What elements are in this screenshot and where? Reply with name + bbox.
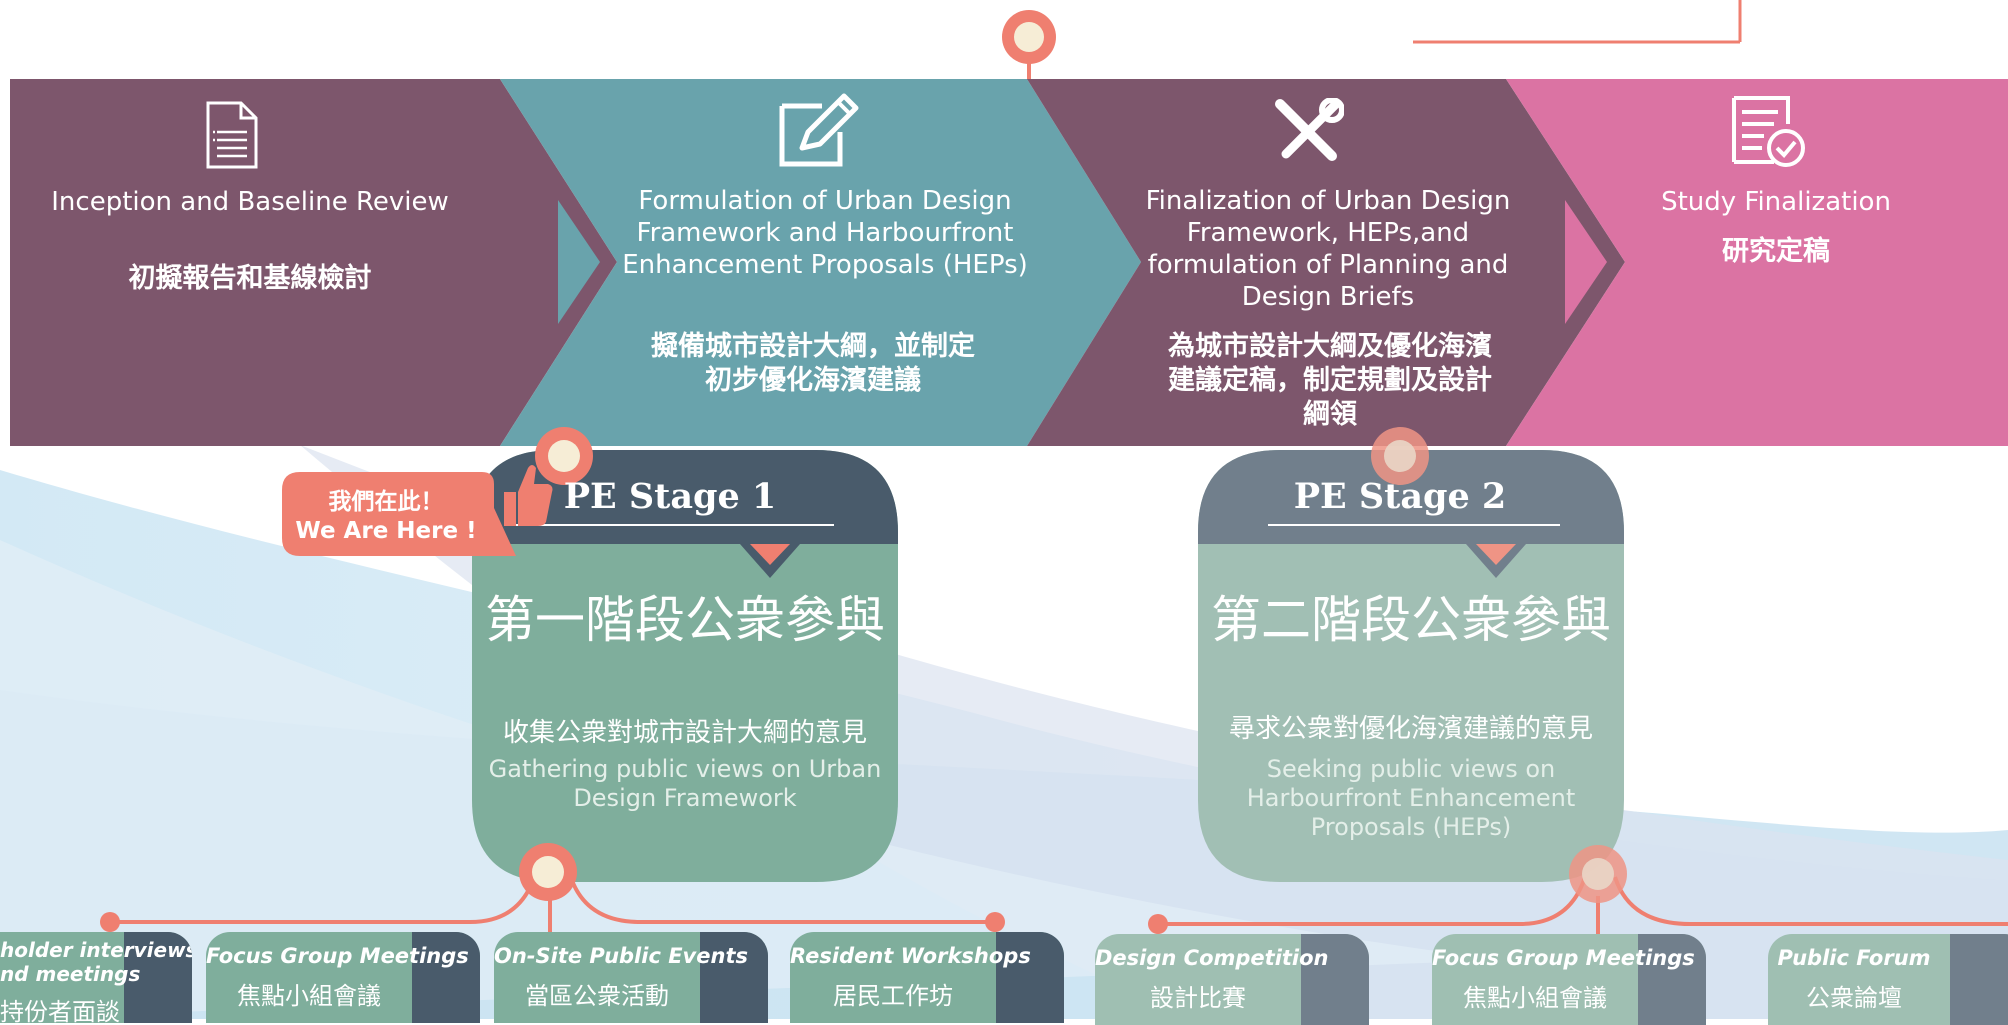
activity-stakeholder-interviews: holder interviews nd meetings 持份者面談: [0, 932, 192, 1023]
stage-4-band: [1506, 79, 2008, 446]
stage-3-title-zh: 為城市設計大綱及優化海濱建議定稿，制定規劃及設計綱領: [1168, 331, 1492, 430]
activity-zh: 設計比賽: [1150, 984, 1246, 1012]
stage-1-band: [10, 79, 617, 446]
activity-focus-group-meetings-2: Focus Group Meetings 焦點小組會議: [1432, 934, 1706, 1025]
stage-2-band: [500, 79, 1141, 446]
we-are-here-callout: 我們在此！ We Are Here !: [286, 488, 486, 546]
activity-zh: 焦點小組會議: [237, 982, 381, 1010]
pe-stage-1-title-zh: 第一階段公衆參與: [485, 591, 885, 649]
stage-2-title-zh: 擬備城市設計大綱，並制定初步優化海濱建議: [651, 331, 975, 396]
stage-4-title: Study Finalization: [1661, 187, 1891, 217]
pe-stage-2-card: [1198, 450, 1624, 882]
activity-design-competition: Design Competition 設計比賽: [1095, 934, 1369, 1025]
activity-en: Focus Group Meetings: [1432, 946, 1695, 970]
stage-3-title: Finalization of Urban Design Framework, …: [1145, 186, 1511, 312]
thumbs-up-icon: [504, 465, 553, 526]
tools-icon: [1275, 98, 1344, 161]
activity-zh: 當區公衆活動: [525, 982, 669, 1010]
activity-en: Design Competition: [1095, 946, 1329, 970]
document-icon: [206, 101, 258, 169]
callout-bubble: [282, 472, 516, 556]
activity-en-line2: nd meetings: [0, 962, 141, 986]
activity-zh: 持份者面談: [0, 998, 120, 1023]
stage-1-title-zh: 初擬報告和基線檢討: [128, 263, 372, 294]
stage-4-title-zh: 研究定稿: [1722, 236, 1830, 267]
activity-zh: 公衆論壇: [1806, 984, 1902, 1012]
activity-on-site-public-events: On-Site Public Events 當區公衆活動: [494, 932, 768, 1023]
activity-en: On-Site Public Events: [494, 944, 748, 968]
pe-stage-1-sub-zh: 收集公衆對城市設計大綱的意見: [502, 718, 867, 748]
activity-zh: 居民工作坊: [833, 982, 953, 1010]
callout-zh: 我們在此！: [328, 489, 444, 515]
activity-public-forum: Public Forum 公衆論壇: [1768, 934, 2008, 1025]
pen-edit-icon: [779, 93, 859, 167]
stage-1-title: Inception and Baseline Review: [51, 187, 449, 217]
activity-zh: 焦點小組會議: [1463, 984, 1607, 1012]
pe-stage-2-heading: PE Stage 2: [1293, 476, 1507, 517]
stage-2-title: Formulation of Urban Design Framework an…: [622, 186, 1028, 280]
activity-en: holder interviews: [0, 938, 192, 962]
pe-stage-2-sub-zh: 尋求公衆對優化海濱建議的意見: [1228, 714, 1593, 744]
checklist-icon: [1732, 96, 1805, 167]
activity-resident-workshops: Resident Workshops 居民工作坊: [790, 932, 1064, 1023]
callout-en: We Are Here !: [295, 518, 477, 544]
activity-en: Focus Group Meetings: [206, 944, 469, 968]
pe-stage-1-sub-en: Gathering public views on Urban Design F…: [488, 755, 882, 812]
pe-stage-1-heading: PE Stage 1: [563, 476, 777, 517]
activity-en: Resident Workshops: [790, 944, 1031, 968]
pe-stage-2-sub-en: Seeking public views on Harbourfront Enh…: [1246, 755, 1576, 841]
activity-focus-group-meetings: Focus Group Meetings 焦點小組會議: [206, 932, 480, 1023]
stage-3-band: [1027, 79, 1625, 446]
pe-stage-1-card: [472, 450, 898, 882]
pe-stage-2-title-zh: 第二階段公衆參與: [1211, 591, 1611, 649]
activity-en: Public Forum: [1777, 946, 1931, 970]
